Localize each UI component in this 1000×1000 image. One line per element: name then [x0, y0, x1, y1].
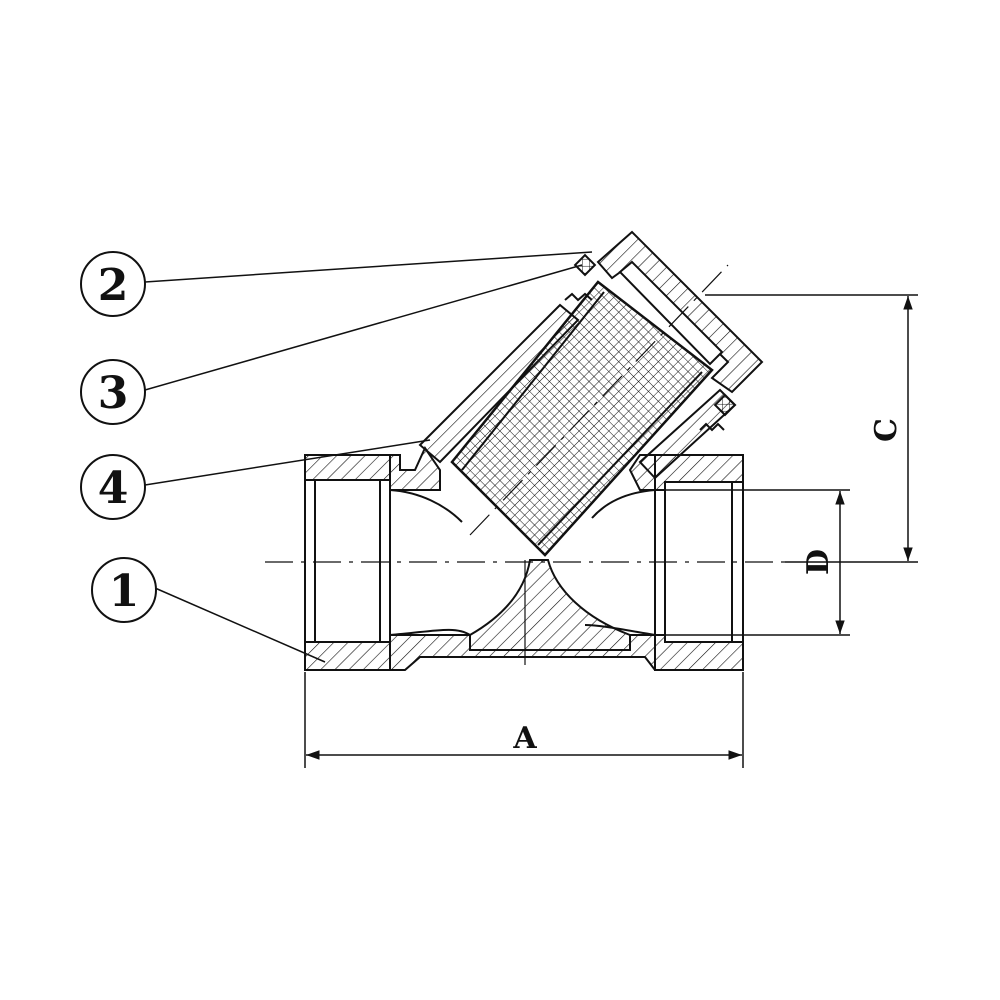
- seal-ring: [573, 253, 597, 277]
- dimension-lines: [304, 294, 918, 768]
- callout-balloon-2: 2: [80, 251, 146, 317]
- leader-lines: [144, 251, 593, 663]
- dimension-a-label: A: [512, 721, 537, 756]
- leader-2: [144, 251, 593, 283]
- callout-balloon-4: 4: [80, 454, 146, 520]
- center-lines: [265, 264, 785, 665]
- cap-inner: [618, 260, 724, 366]
- callout-balloon-1: 1: [91, 557, 157, 623]
- dimension-d-label: D: [801, 549, 836, 575]
- callout-balloon-3: 3: [80, 359, 146, 425]
- leader-1: [154, 587, 326, 663]
- body-central-web: [469, 559, 631, 651]
- callout-3-number: 3: [98, 368, 129, 419]
- dimension-c-label: C: [869, 418, 904, 442]
- strainer-branch: [418, 230, 764, 557]
- leader-3: [144, 264, 583, 391]
- callout-4-number: 4: [98, 463, 129, 514]
- body-top-wall: [304, 445, 441, 491]
- callout-1-number: 1: [109, 566, 140, 617]
- callout-2-number: 2: [98, 260, 129, 311]
- leader-4: [144, 439, 431, 486]
- seal-ring-lower: [713, 393, 737, 417]
